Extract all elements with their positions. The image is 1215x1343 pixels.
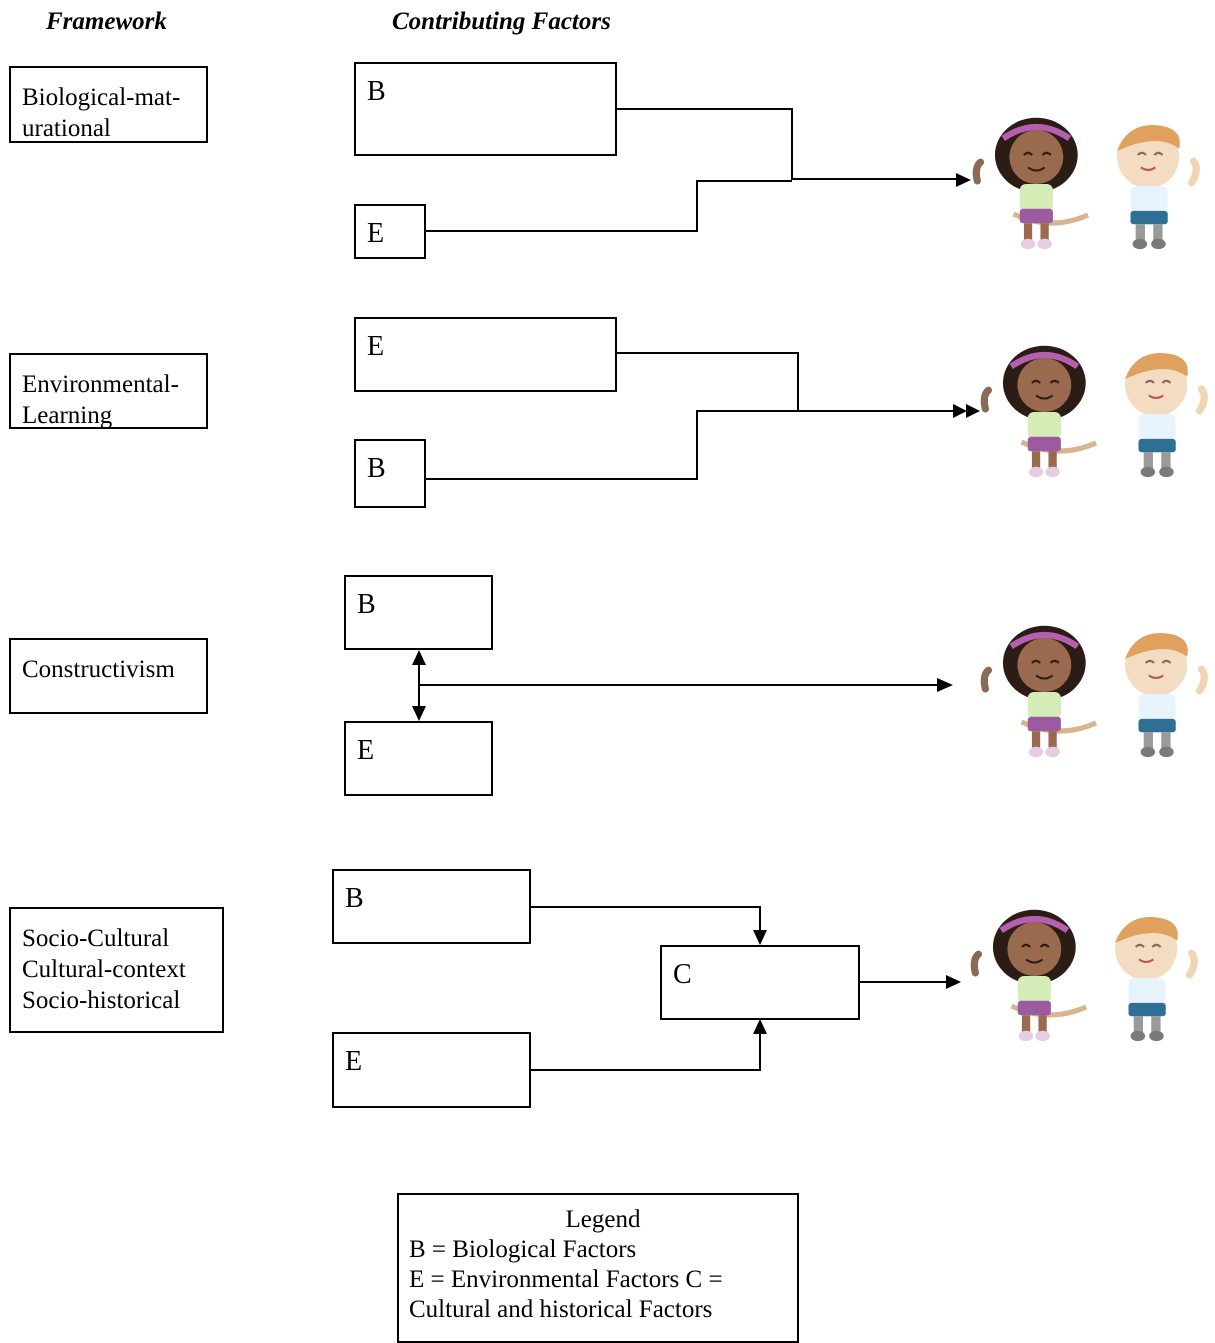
- framework-socio-cultural: Socio-Cultural Cultural-context Socio-hi…: [9, 907, 224, 1033]
- arrowhead-row4-out: [946, 975, 961, 989]
- framework-biological-maturational: Biological-mat- urational: [9, 66, 208, 143]
- legend-title: Legend: [565, 1206, 641, 1233]
- children-holding-hands-icon: [967, 113, 1205, 258]
- factor-box-row4-top: B: [332, 869, 531, 944]
- factor-box-row3-bottom: E: [344, 721, 493, 796]
- legend-line-cultural: Cultural and historical Factors: [409, 1296, 713, 1323]
- connector-row4-top: [530, 906, 761, 932]
- connector-row1-top: [616, 108, 958, 180]
- factor-box-row3-top: B: [344, 575, 493, 650]
- connector-row1-bottom: [425, 180, 792, 232]
- arrowhead-row3-down: [412, 706, 426, 721]
- arrowhead-row2b: [966, 404, 980, 418]
- framework-header: Framework: [46, 8, 167, 35]
- legend-line-biological: B = Biological Factors: [409, 1236, 637, 1263]
- arrowhead-row4-bottom: [753, 1019, 767, 1034]
- framework-constructivism: Constructivism: [9, 638, 208, 714]
- connector-row2-top: [616, 352, 955, 412]
- legend-box: Legend B = Biological Factors E = Enviro…: [397, 1193, 799, 1343]
- arrowhead-row2a: [953, 404, 967, 418]
- contributing-factors-header: Contributing Factors: [392, 8, 611, 35]
- factor-box-row2-bottom: B: [354, 439, 426, 508]
- arrowhead-row3-up: [412, 650, 426, 665]
- children-holding-hands-icon: [965, 905, 1203, 1050]
- legend-line-environmental: E = Environmental Factors C =: [409, 1266, 723, 1293]
- factor-box-row4-culture: C: [660, 945, 860, 1020]
- arrowhead-row3-out: [937, 678, 953, 692]
- children-holding-hands-icon: [975, 621, 1213, 766]
- factor-box-row1-top: B: [354, 62, 617, 156]
- children-holding-hands-icon: [975, 341, 1213, 486]
- factor-box-row4-bottom: E: [332, 1032, 531, 1108]
- factor-box-row2-top: E: [354, 317, 617, 392]
- factor-box-row1-bottom: E: [354, 204, 426, 259]
- arrowhead-row1: [956, 173, 971, 187]
- arrowhead-row4-top: [753, 930, 767, 945]
- connector-row4-bottom: [530, 1033, 761, 1071]
- framework-environmental-learning: Environmental- Learning: [9, 353, 208, 429]
- connector-row2-bottom: [425, 410, 798, 480]
